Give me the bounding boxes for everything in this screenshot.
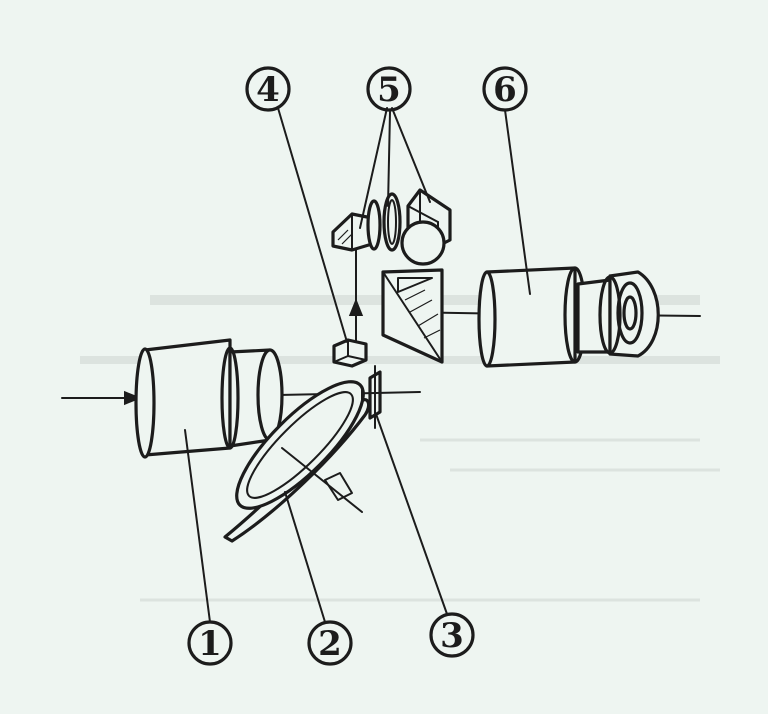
small-prism — [332, 338, 368, 368]
light-source-cylinder — [134, 338, 284, 459]
callout-4: 4 — [245, 66, 291, 112]
callout-6: 6 — [482, 66, 528, 112]
callout-2: 2 — [307, 620, 353, 666]
deflecting-prism — [381, 268, 444, 364]
callout-2-label: 2 — [318, 624, 342, 664]
callout-4-label: 4 — [256, 70, 280, 110]
leader-lines — [184, 107, 531, 623]
eyepiece-cylinder — [477, 266, 660, 368]
tilted-mirror — [223, 380, 371, 543]
callout-3: 3 — [429, 612, 475, 658]
callout-1-label: 1 — [198, 624, 222, 664]
upper-prism-left — [331, 212, 374, 252]
callout-6-label: 6 — [493, 70, 517, 110]
callout-5-label: 5 — [377, 70, 401, 110]
slit-element — [361, 365, 382, 429]
callout-1: 1 — [187, 620, 233, 666]
round-lens — [400, 220, 446, 266]
callout-5: 5 — [366, 66, 412, 112]
callout-3-label: 3 — [440, 616, 464, 656]
lens-element — [366, 192, 402, 252]
